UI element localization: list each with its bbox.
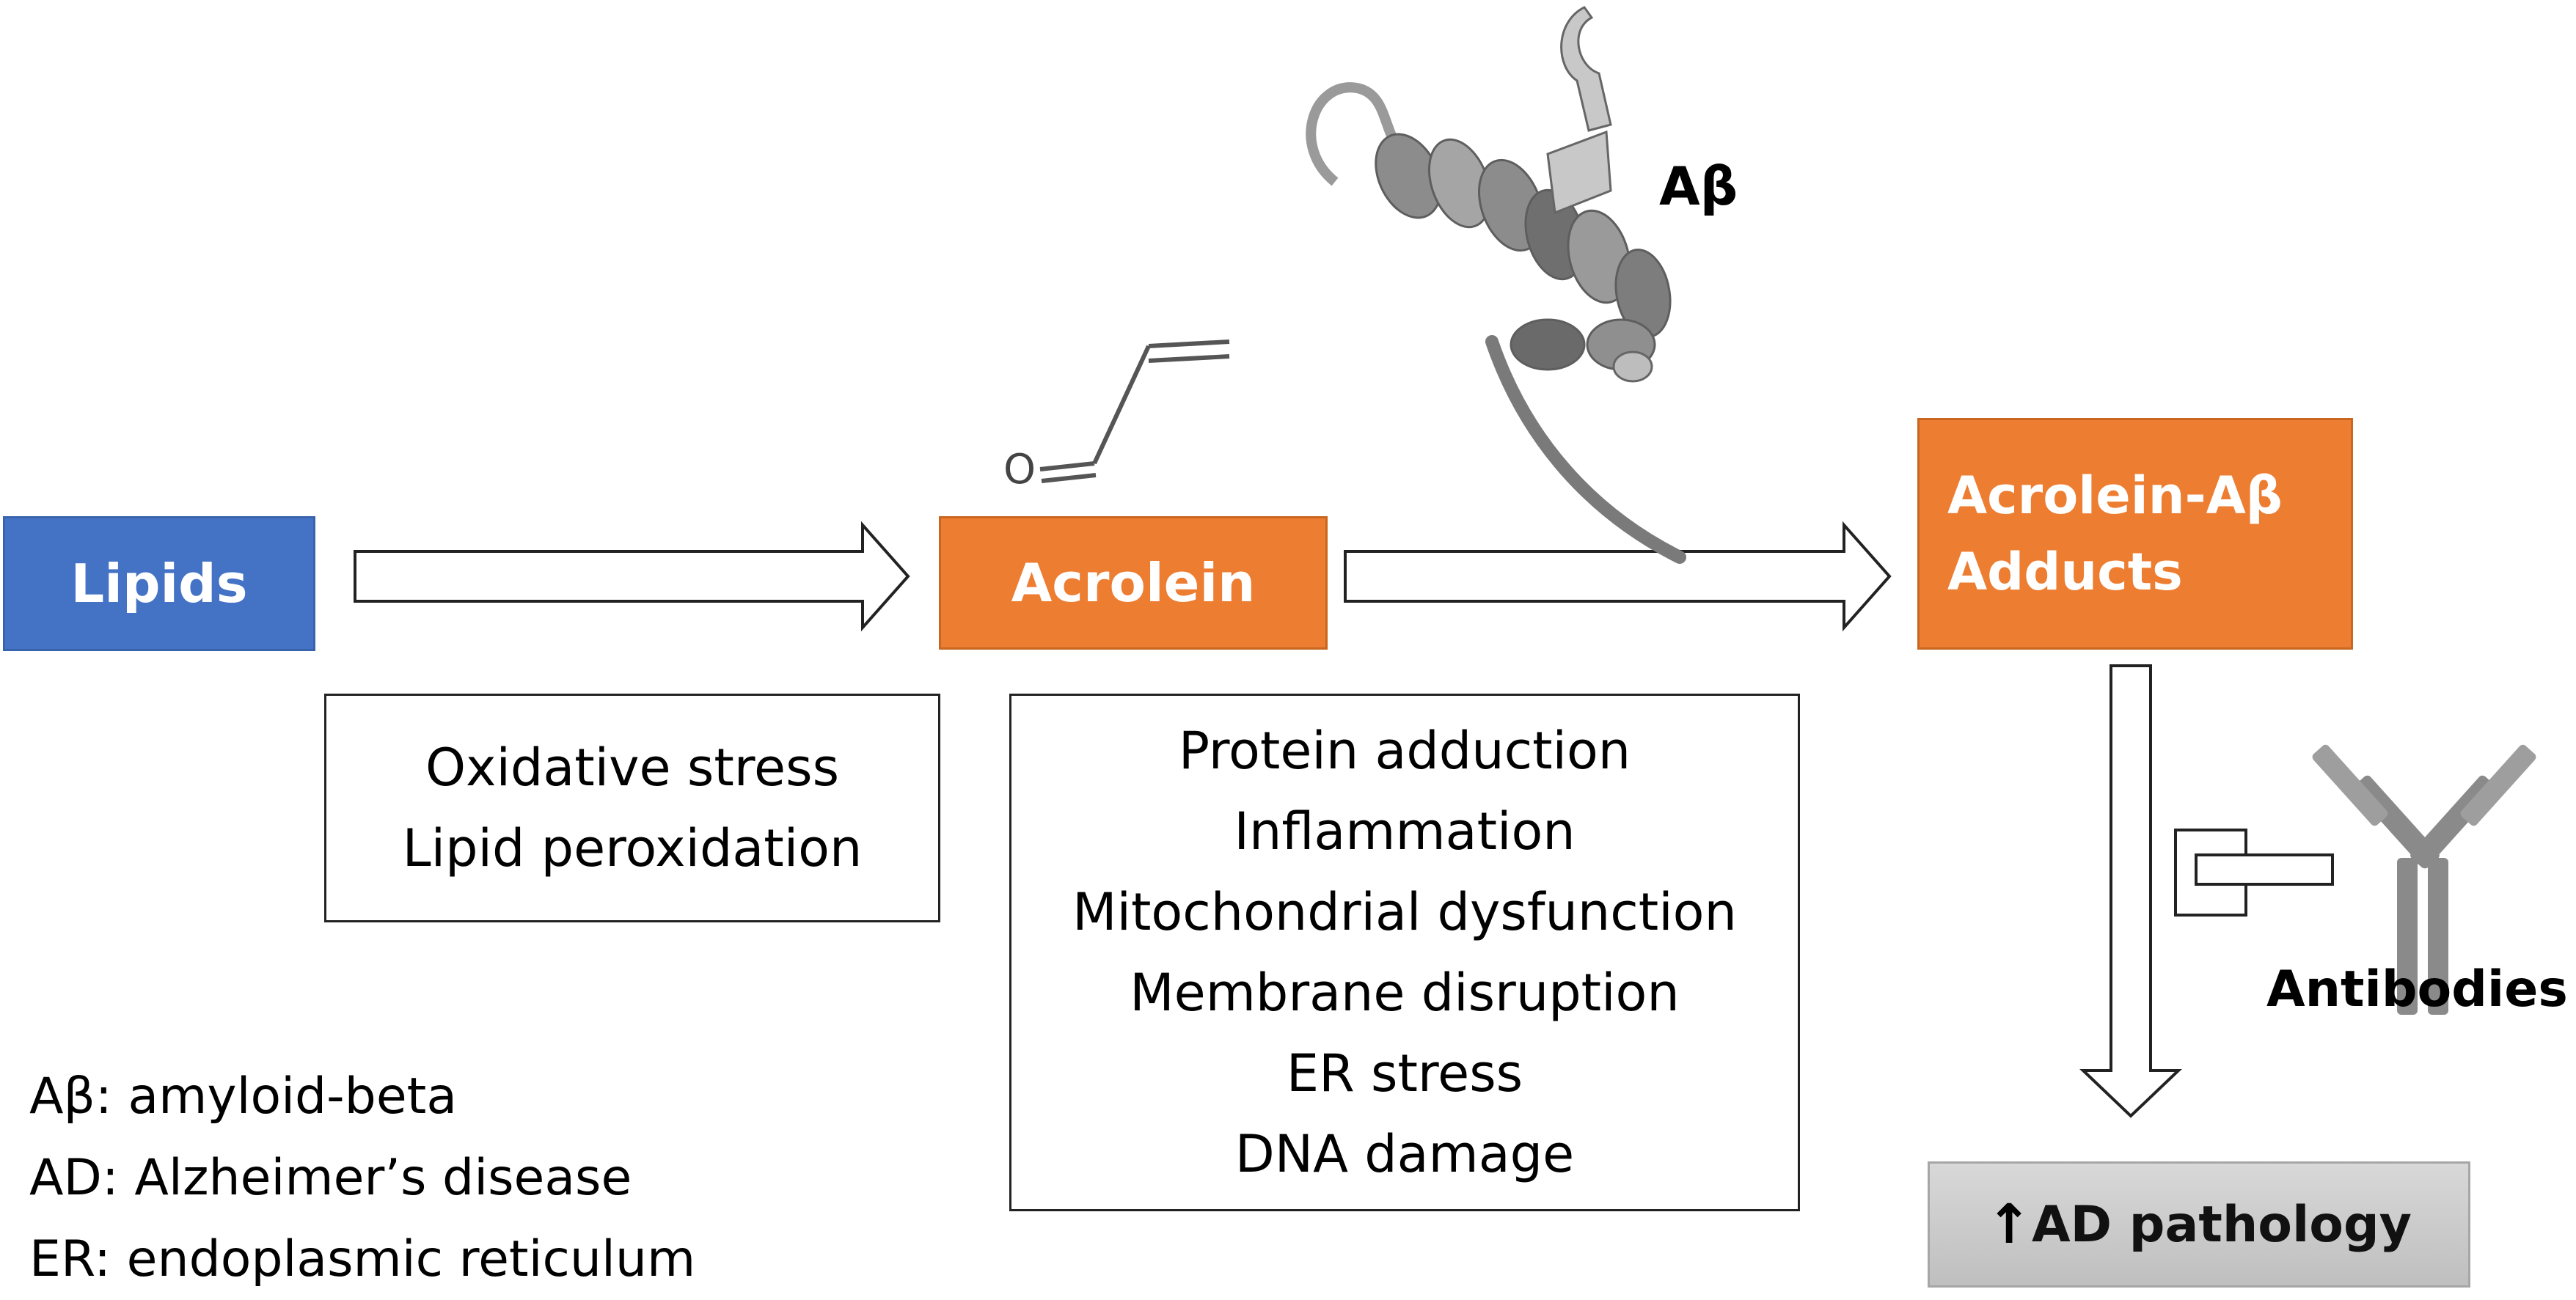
adducts-label-line2: Adducts	[1947, 542, 2183, 602]
acrolein-effects-box: Protein adduction Inflammation Mitochond…	[1009, 694, 1800, 1211]
aldehyde-oxygen-label: O	[1003, 446, 1036, 493]
antibodies-label: Antibodies	[2266, 961, 2568, 1018]
effect-item: DNA damage	[1234, 1124, 1575, 1184]
abbreviation-legend: Aβ: amyloid-beta AD: Alzheimer’s disease…	[29, 1056, 695, 1300]
acrolein-molecule	[1039, 339, 1230, 483]
arrow-lipids-to-acrolein	[354, 521, 910, 632]
acrolein-abeta-adducts-node: Acrolein-Aβ Adducts	[1917, 418, 2353, 650]
abeta-label: Aβ	[1659, 155, 1738, 217]
legend-item: ER: endoplasmic reticulum	[29, 1230, 696, 1288]
legend-item: Aβ: amyloid-beta	[29, 1068, 458, 1125]
adducts-label-line1: Acrolein-Aβ	[1947, 466, 2283, 526]
inhibition-bar	[2174, 829, 2334, 917]
abeta-tail	[1485, 335, 1686, 564]
amyloid-beta-protein-structure	[1306, 6, 1672, 383]
legend-item: AD: Alzheimer’s disease	[29, 1149, 632, 1207]
lipid-effects-box: Oxidative stress Lipid peroxidation	[324, 694, 940, 922]
effect-item: Protein adduction	[1178, 721, 1631, 781]
acrolein-node: Acrolein	[939, 516, 1328, 650]
effect-item: Inflammation	[1234, 801, 1576, 862]
acrolein-label: Acrolein	[1011, 552, 1256, 614]
antibody-icon	[2312, 744, 2536, 1015]
lipids-node: Lipids	[3, 516, 315, 651]
effect-item: ER stress	[1286, 1043, 1523, 1103]
arrow-acrolein-to-adducts	[1344, 521, 1892, 632]
effect-item: Membrane disruption	[1130, 963, 1680, 1023]
lipids-label: Lipids	[70, 553, 248, 614]
effect-item: Lipid peroxidation	[402, 818, 863, 878]
effect-item: Mitochondrial dysfunction	[1072, 882, 1737, 942]
up-arrow-icon: ↑	[1986, 1193, 2032, 1256]
arrow-adducts-to-pathology	[2079, 664, 2182, 1118]
ad-pathology-label: AD pathology	[2032, 1195, 2412, 1254]
effect-item: Oxidative stress	[425, 738, 840, 798]
ad-pathology-node: ↑ AD pathology	[1928, 1161, 2470, 1288]
